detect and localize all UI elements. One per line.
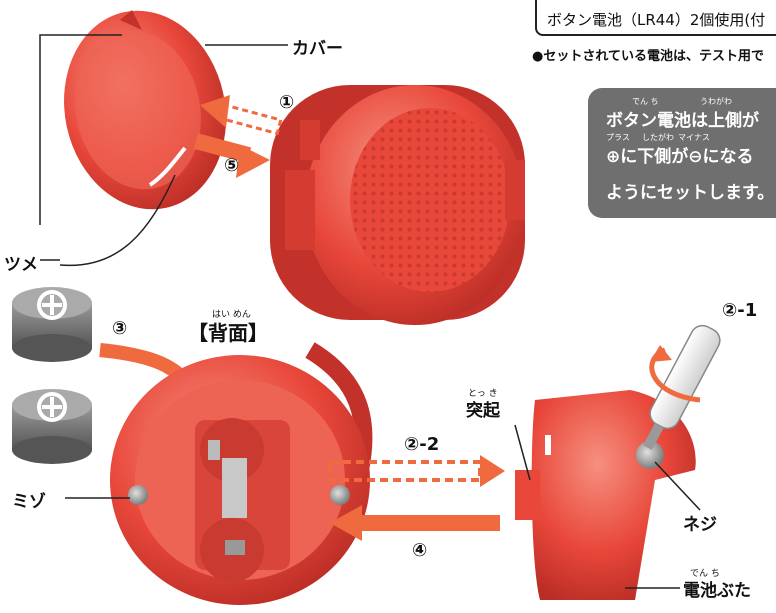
ruby-plus: プラス	[606, 133, 630, 142]
test-battery-note: ●セットされている電池は、テスト用で	[532, 49, 764, 64]
screwdriver	[643, 324, 721, 450]
ruby-tokki: とっ き	[468, 389, 498, 399]
arrow-step-2-2	[328, 455, 505, 487]
ruby-denchi-lid: でん ち	[690, 569, 720, 579]
instruction-box: でん ち うわがわ ボタン電池は上側が プラス したがわ マイナス ⊕に下側が⊖…	[588, 88, 776, 218]
instruction-line-3: ようにセットします。	[606, 183, 775, 203]
instruction-line-2: ⊕に下側が⊖になる	[606, 147, 754, 167]
step-4: ④	[412, 540, 428, 561]
step-3: ③	[112, 318, 128, 339]
step-5: ⑤	[224, 155, 240, 176]
back-body	[110, 342, 373, 605]
ruby-uwagawa: うわがわ	[700, 97, 732, 106]
step-1: ①	[279, 92, 295, 113]
ruby-denchi: でん ち	[632, 97, 659, 106]
label-back: 【背面】	[188, 321, 268, 345]
ruby-haimen: はい めん	[212, 310, 251, 320]
ruby-minus: マイナス	[678, 133, 710, 142]
arrow-step-4	[330, 505, 500, 541]
step-2-1: ②-1	[722, 300, 758, 321]
label-mizo: ミゾ	[12, 492, 46, 512]
instruction-line-1: ボタン電池は上側が	[606, 111, 759, 131]
label-cover: カバー	[292, 39, 343, 59]
pod-part	[270, 85, 525, 325]
label-screw: ネジ	[683, 515, 717, 535]
arrow-step-5	[193, 133, 270, 178]
step-2-2: ②-2	[404, 434, 440, 455]
arrow-step-1	[200, 95, 283, 136]
label-battery-lid: 電池ぶた	[683, 581, 751, 601]
battery-spec-text: ボタン電池（LR44）2個使用(付	[547, 11, 766, 29]
ruby-shitagawa: したがわ	[642, 133, 674, 142]
battery-2	[12, 389, 92, 464]
label-tsume: ツメ	[4, 255, 38, 275]
battery-1	[12, 287, 92, 362]
label-protrusion: 突起	[466, 401, 500, 421]
battery-spec-box: ボタン電池（LR44）2個使用(付	[535, 0, 776, 36]
cover-part	[64, 10, 226, 210]
